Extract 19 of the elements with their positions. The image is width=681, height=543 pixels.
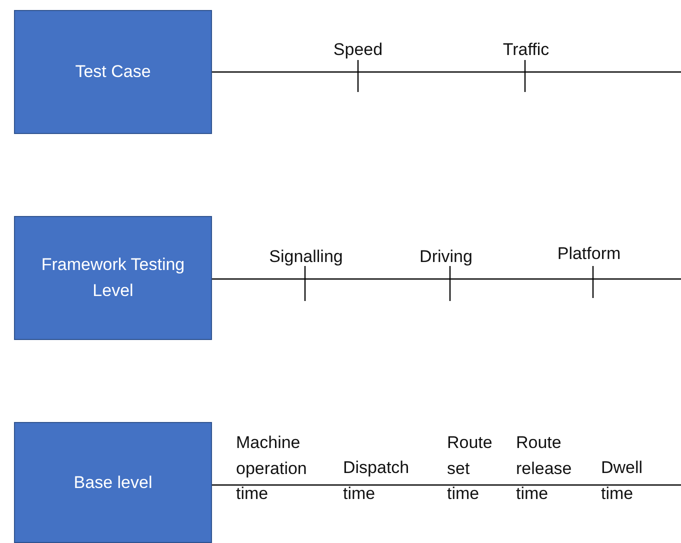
timeline-line	[212, 71, 681, 73]
timeline-line	[212, 278, 681, 280]
axis-label: Traffic	[502, 39, 550, 61]
level-box	[14, 422, 212, 543]
axis-label: Dwell time	[601, 457, 644, 504]
box-label: Test Case	[75, 61, 151, 83]
box-label: Base level	[74, 472, 152, 494]
axis-label: Driving	[420, 246, 472, 268]
axis-label: Route set time	[447, 432, 494, 505]
level-box	[14, 216, 212, 340]
level-box	[14, 10, 212, 134]
box-label: Framework Testing Level	[40, 254, 186, 302]
axis-label: Speed	[333, 39, 383, 61]
axis-label: Route release time	[516, 432, 573, 505]
axis-label: Signalling	[269, 246, 343, 268]
axis-label: Dispatch time	[343, 457, 410, 504]
axis-label: Platform	[557, 243, 621, 265]
axis-label: Machine operation time	[236, 432, 308, 505]
timeline-line	[212, 484, 681, 486]
